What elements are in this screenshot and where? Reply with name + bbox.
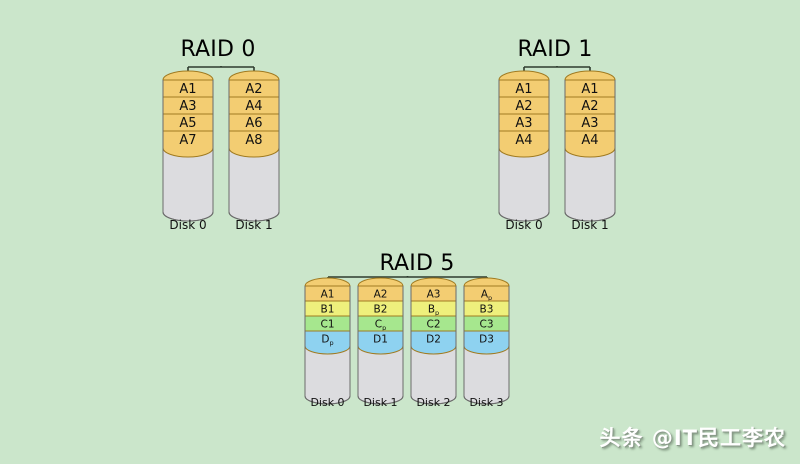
disk-block: A3 [179,99,196,114]
disk-block: Cp [375,318,386,332]
watermark: 头条 @IT民工李农 [599,426,786,450]
disk-label-raid5-2: Disk 2 [416,396,451,409]
disk-block: A2 [245,82,262,97]
disk-label-raid0-1: Disk 1 [235,218,273,232]
disk-block: B2 [374,303,388,315]
disk-block: A7 [179,133,196,148]
disk-block: A1 [321,288,335,300]
disk-block: Dp [321,333,333,347]
disk-block: A4 [245,99,262,114]
disk-block: D3 [479,333,494,345]
disk-block: A1 [581,82,598,97]
disk-block: Ap [481,288,492,302]
disk-block: A3 [427,288,441,300]
disk-block: A2 [581,99,598,114]
raid-title-raid1: RAID 1 [517,37,593,62]
disk-block: B3 [480,303,494,315]
disk-block: Bp [428,303,439,317]
raid-title-raid0: RAID 0 [180,37,256,62]
disk-block: A4 [515,133,532,148]
disk-block: A1 [515,82,532,97]
disk-block: A2 [515,99,532,114]
disk-block: C1 [320,318,334,330]
disk-block: A1 [179,82,196,97]
disk-block: A3 [581,116,598,131]
raid-title-raid5: RAID 5 [379,251,455,276]
disk-label-raid5-0: Disk 0 [310,396,345,409]
disk-block: A8 [245,133,262,148]
disk-block: A3 [515,116,532,131]
disk-label-raid5-1: Disk 1 [363,396,398,409]
disk-block: C2 [426,318,440,330]
disk-block: C3 [479,318,493,330]
disk-block: D2 [426,333,441,345]
disk-label-raid0-0: Disk 0 [169,218,207,232]
disk-block: A5 [179,116,196,131]
disk-block: A2 [374,288,388,300]
disk-block: A6 [245,116,262,131]
disk-label-raid1-1: Disk 1 [571,218,609,232]
disk-block: B1 [321,303,335,315]
disk-label-raid1-0: Disk 0 [505,218,543,232]
disk-label-raid5-3: Disk 3 [469,396,504,409]
disk-block: D1 [373,333,388,345]
disk-block: A4 [581,133,598,148]
